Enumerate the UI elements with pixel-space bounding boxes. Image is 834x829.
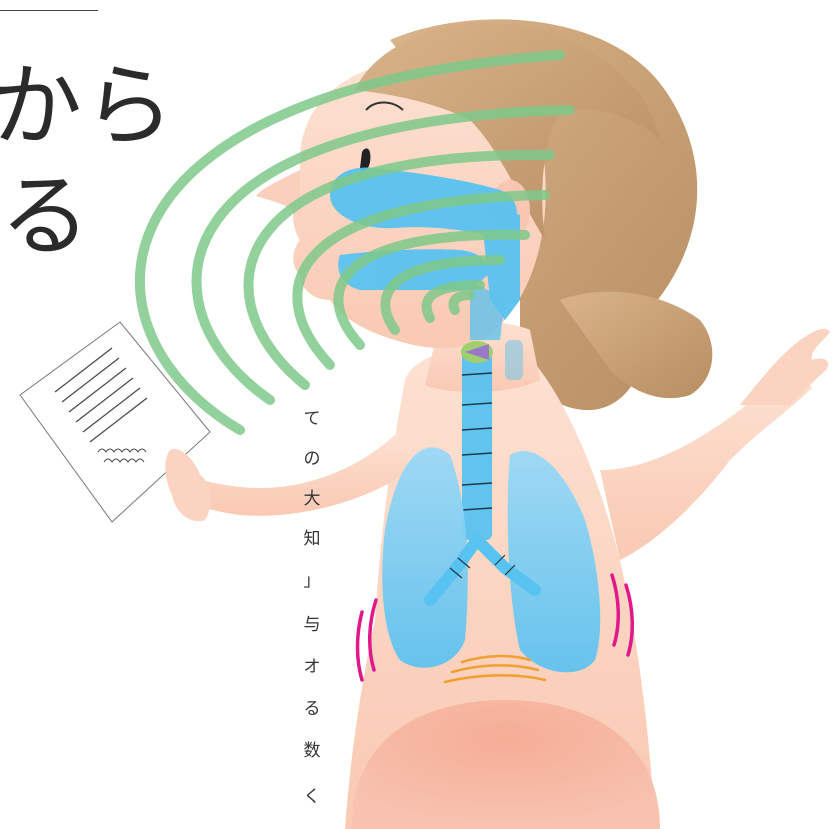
body-text-char: オ <box>302 652 322 677</box>
body-text-char: 知 <box>302 524 322 549</box>
body-text-char: 数 <box>302 736 322 761</box>
headline-line-1: から <box>0 62 176 152</box>
body-text-char: の <box>302 444 322 469</box>
left-hand <box>165 449 210 521</box>
body-text-char: て <box>302 404 322 429</box>
body-text-char: く <box>302 782 322 807</box>
top-rule <box>0 10 98 11</box>
body-text-char: 」 <box>302 566 322 591</box>
body-text-char: 与 <box>302 610 322 635</box>
body-text-char: 大 <box>302 484 322 509</box>
right-hand <box>740 329 830 405</box>
headline-line-2: る <box>0 172 90 262</box>
body-text-char: る <box>302 694 322 719</box>
